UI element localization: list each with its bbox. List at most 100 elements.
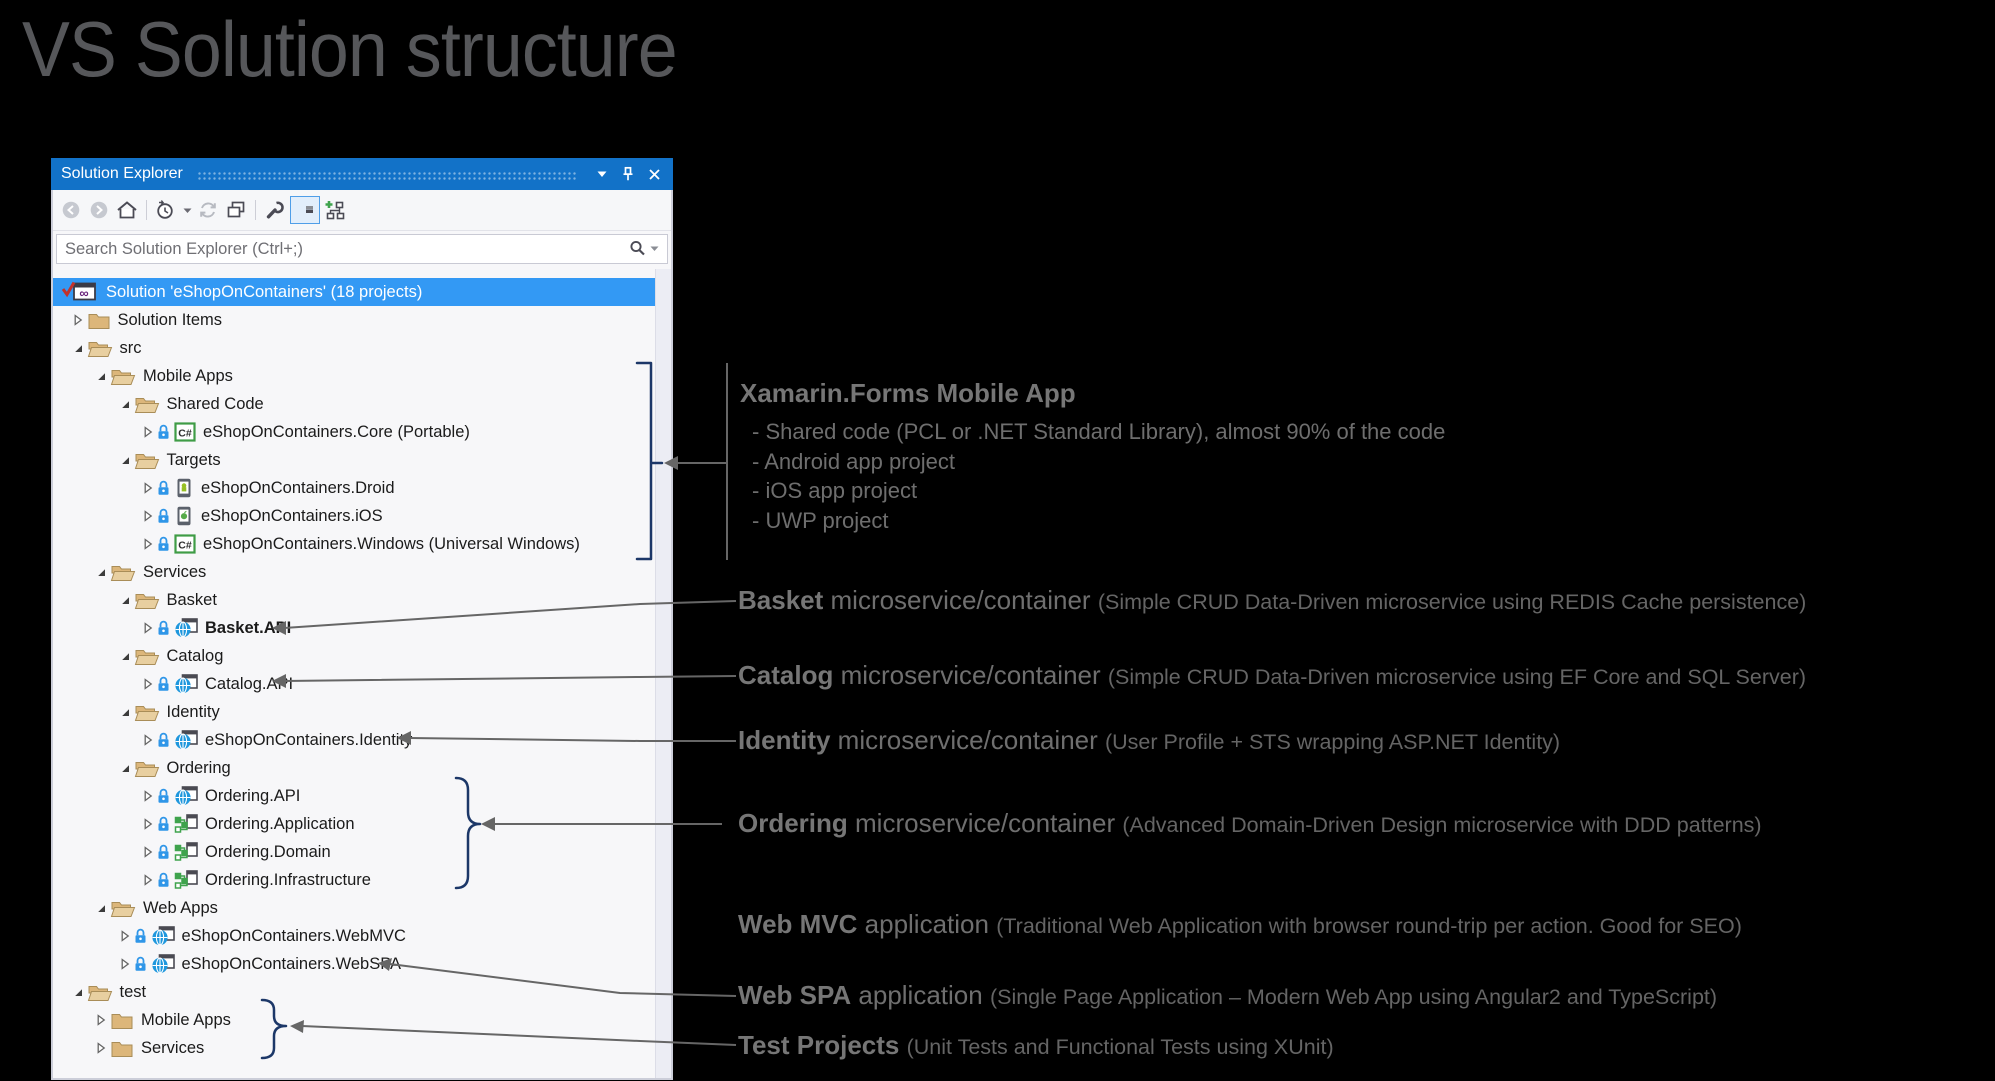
tree-row[interactable]: Solution Items <box>53 306 656 334</box>
expander-collapsed-icon[interactable] <box>139 787 157 805</box>
tree-row[interactable]: Mobile Apps <box>53 1006 656 1034</box>
expander-collapsed-icon[interactable] <box>139 535 157 553</box>
expander-collapsed-icon[interactable] <box>116 955 134 973</box>
tree-row[interactable]: Ordering <box>53 754 656 782</box>
tree-row[interactable]: test <box>53 978 656 1006</box>
expander-collapsed-icon[interactable] <box>139 731 157 749</box>
callout-bold: Catalog <box>738 660 834 690</box>
tree-item-label: eShopOnContainers.iOS <box>201 506 383 525</box>
tree-row[interactable]: Catalog <box>53 642 656 670</box>
tree-row[interactable]: Targets <box>53 446 656 474</box>
expander-expanded-icon[interactable] <box>92 367 110 385</box>
tree-row[interactable]: eShopOnContainers.WebSPA <box>53 950 656 978</box>
tree-row[interactable]: Basket <box>53 586 656 614</box>
expander-expanded-icon[interactable] <box>116 451 134 469</box>
tree-row[interactable]: Web Apps <box>53 894 656 922</box>
tree-item-label: Targets <box>166 450 221 469</box>
sync-with-active-document-button[interactable] <box>322 197 348 223</box>
expander-collapsed-icon[interactable] <box>139 619 157 637</box>
tree-item-label: Mobile Apps <box>141 1010 231 1029</box>
history-dropdown-icon[interactable] <box>181 197 193 223</box>
search-icon[interactable] <box>628 239 646 257</box>
tree-item-label: Catalog.API <box>205 674 294 693</box>
expander-collapsed-icon[interactable] <box>139 675 157 693</box>
expander-expanded-icon[interactable] <box>116 395 134 413</box>
svg-text:C#: C# <box>178 540 192 552</box>
tree-item-label: eShopOnContainers.Windows (Universal Win… <box>203 534 580 553</box>
expander-expanded-icon[interactable] <box>116 703 134 721</box>
annotation-ordering: Ordering microservice/container (Advance… <box>738 807 1762 844</box>
close-icon[interactable] <box>641 162 667 186</box>
tree-row[interactable]: C# eShopOnContainers.Windows (Universal W… <box>53 530 656 558</box>
callout-bold: Basket <box>738 585 824 615</box>
tree-row[interactable]: Ordering.Infrastructure <box>53 866 656 894</box>
tree-item-label: Ordering.Application <box>205 814 355 833</box>
callout-detail: (Single Page Application – Modern Web Ap… <box>989 985 1718 1009</box>
expander-expanded-icon[interactable] <box>92 899 110 917</box>
chevron-down-icon[interactable] <box>589 162 615 186</box>
tree-row[interactable]: Basket.API <box>53 614 656 642</box>
expander-expanded-icon[interactable] <box>69 339 87 357</box>
tree-row[interactable]: Services <box>53 1034 656 1062</box>
expander-collapsed-icon[interactable] <box>92 1039 110 1057</box>
expander-collapsed-icon[interactable] <box>139 871 157 889</box>
callout-detail: (Unit Tests and Functional Tests using X… <box>906 1035 1334 1059</box>
tree-row[interactable]: Ordering.Domain <box>53 838 656 866</box>
page-title: VS Solution structure <box>22 5 678 93</box>
expander-collapsed-icon[interactable] <box>139 423 157 441</box>
expander-expanded-icon[interactable] <box>116 759 134 777</box>
expander-collapsed-icon[interactable] <box>139 815 157 833</box>
tree-row[interactable]: Shared Code <box>53 390 656 418</box>
expander-expanded-icon[interactable] <box>92 563 110 581</box>
forward-button[interactable] <box>86 197 112 223</box>
tree-row[interactable]: Ordering.API <box>53 782 656 810</box>
refresh-button[interactable] <box>195 197 221 223</box>
expander-collapsed-icon[interactable] <box>139 843 157 861</box>
lock-icon <box>134 956 149 972</box>
search-dropdown-icon[interactable] <box>650 245 659 252</box>
collapse-all-button[interactable] <box>223 197 249 223</box>
callout-bold: Ordering <box>738 808 848 838</box>
expander-collapsed-icon[interactable] <box>69 311 87 329</box>
home-button[interactable] <box>114 197 140 223</box>
tree-row[interactable]: eShopOnContainers.Identity <box>53 726 656 754</box>
droid-icon <box>174 478 194 498</box>
solution-explorer-panel: Solution Explorer <box>51 158 673 1080</box>
tree-row[interactable]: Mobile Apps <box>53 362 656 390</box>
lock-icon <box>134 928 149 944</box>
tree-row[interactable]: Catalog.API <box>53 670 656 698</box>
folder-open-icon <box>134 395 160 414</box>
panel-titlebar[interactable]: Solution Explorer <box>51 158 673 190</box>
tree-row[interactable]: C#eShopOnContainers.Core (Portable) <box>53 418 656 446</box>
expander-collapsed-icon[interactable] <box>139 507 157 525</box>
folder-open-icon <box>134 591 160 610</box>
show-all-files-button[interactable] <box>290 196 320 224</box>
tree-row[interactable]: eShopOnContainers.Droid <box>53 474 656 502</box>
tree-row[interactable]: ∞Solution 'eShopOnContainers' (18 projec… <box>53 278 656 306</box>
back-button[interactable] <box>58 197 84 223</box>
expander-collapsed-icon[interactable] <box>116 927 134 945</box>
tree-row[interactable]: eShopOnContainers.iOS <box>53 502 656 530</box>
lock-icon <box>157 508 172 524</box>
lock-icon <box>157 480 172 496</box>
pin-icon[interactable] <box>615 162 641 186</box>
tree-row[interactable]: Identity <box>53 698 656 726</box>
lock-icon <box>157 676 172 692</box>
expander-expanded-icon[interactable] <box>116 647 134 665</box>
lock-icon <box>157 424 172 440</box>
tree-row[interactable]: src <box>53 334 656 362</box>
tree-row[interactable]: Services <box>53 558 656 586</box>
annotation-bullet: - UWP project <box>752 507 889 533</box>
search-input[interactable] <box>56 234 668 264</box>
tree-item-label: Ordering.Domain <box>205 842 331 861</box>
tree-row[interactable]: Ordering.Application <box>53 810 656 838</box>
expander-expanded-icon[interactable] <box>116 591 134 609</box>
vertical-scrollbar[interactable] <box>655 269 671 1078</box>
history-button[interactable] <box>153 197 179 223</box>
expander-expanded-icon[interactable] <box>69 983 87 1001</box>
expander-collapsed-icon[interactable] <box>139 479 157 497</box>
tree-item-label: Identity <box>166 702 220 721</box>
tree-row[interactable]: eShopOnContainers.WebMVC <box>53 922 656 950</box>
expander-collapsed-icon[interactable] <box>92 1011 110 1029</box>
properties-wrench-button[interactable] <box>262 197 288 223</box>
